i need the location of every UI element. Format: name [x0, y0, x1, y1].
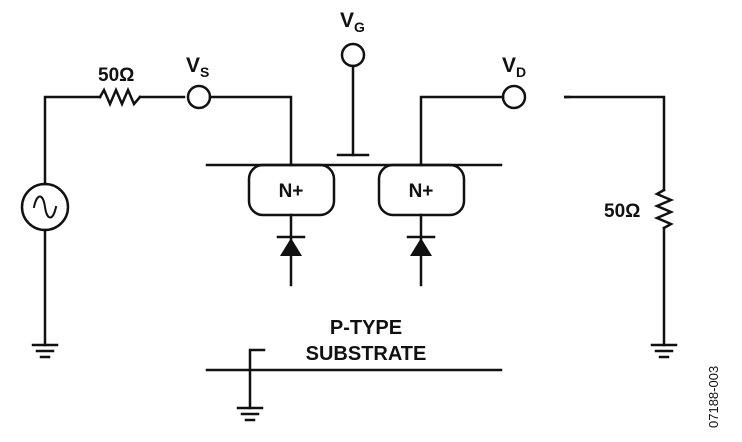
gate-terminal	[340, 42, 366, 68]
figure-id: 07188-003	[706, 366, 721, 428]
ac-source	[20, 182, 70, 232]
source-label: VS	[186, 54, 209, 80]
substrate-contact-wire	[248, 348, 266, 410]
drain-to-nplus-wire	[419, 95, 505, 167]
resistor-drain-label: 50Ω	[604, 201, 640, 222]
nplus-left-label: N+	[279, 181, 304, 202]
resistor-drain	[653, 188, 675, 230]
nplus-right-label: N+	[409, 181, 434, 202]
drain-terminal	[501, 84, 527, 110]
source-terminal	[186, 84, 212, 110]
ground-icon-drain	[650, 343, 678, 359]
ground-icon-source	[31, 343, 59, 359]
sine-wave-icon	[32, 195, 58, 219]
diode-left-icon	[280, 238, 302, 256]
drain-label: VD	[502, 54, 526, 80]
ground-icon-substrate	[236, 406, 264, 422]
diode-right-icon	[410, 238, 432, 256]
source-to-nplus-wire	[208, 95, 293, 167]
substrate-label-line2: SUBSTRATE	[306, 343, 427, 365]
source-left-wire	[43, 95, 102, 186]
drain-load-wire	[564, 95, 666, 192]
resistor-source-label: 50Ω	[98, 65, 134, 86]
gate-label: VG	[340, 9, 365, 35]
resistor-source	[98, 86, 142, 108]
substrate-label-line1: P-TYPE	[330, 317, 402, 339]
